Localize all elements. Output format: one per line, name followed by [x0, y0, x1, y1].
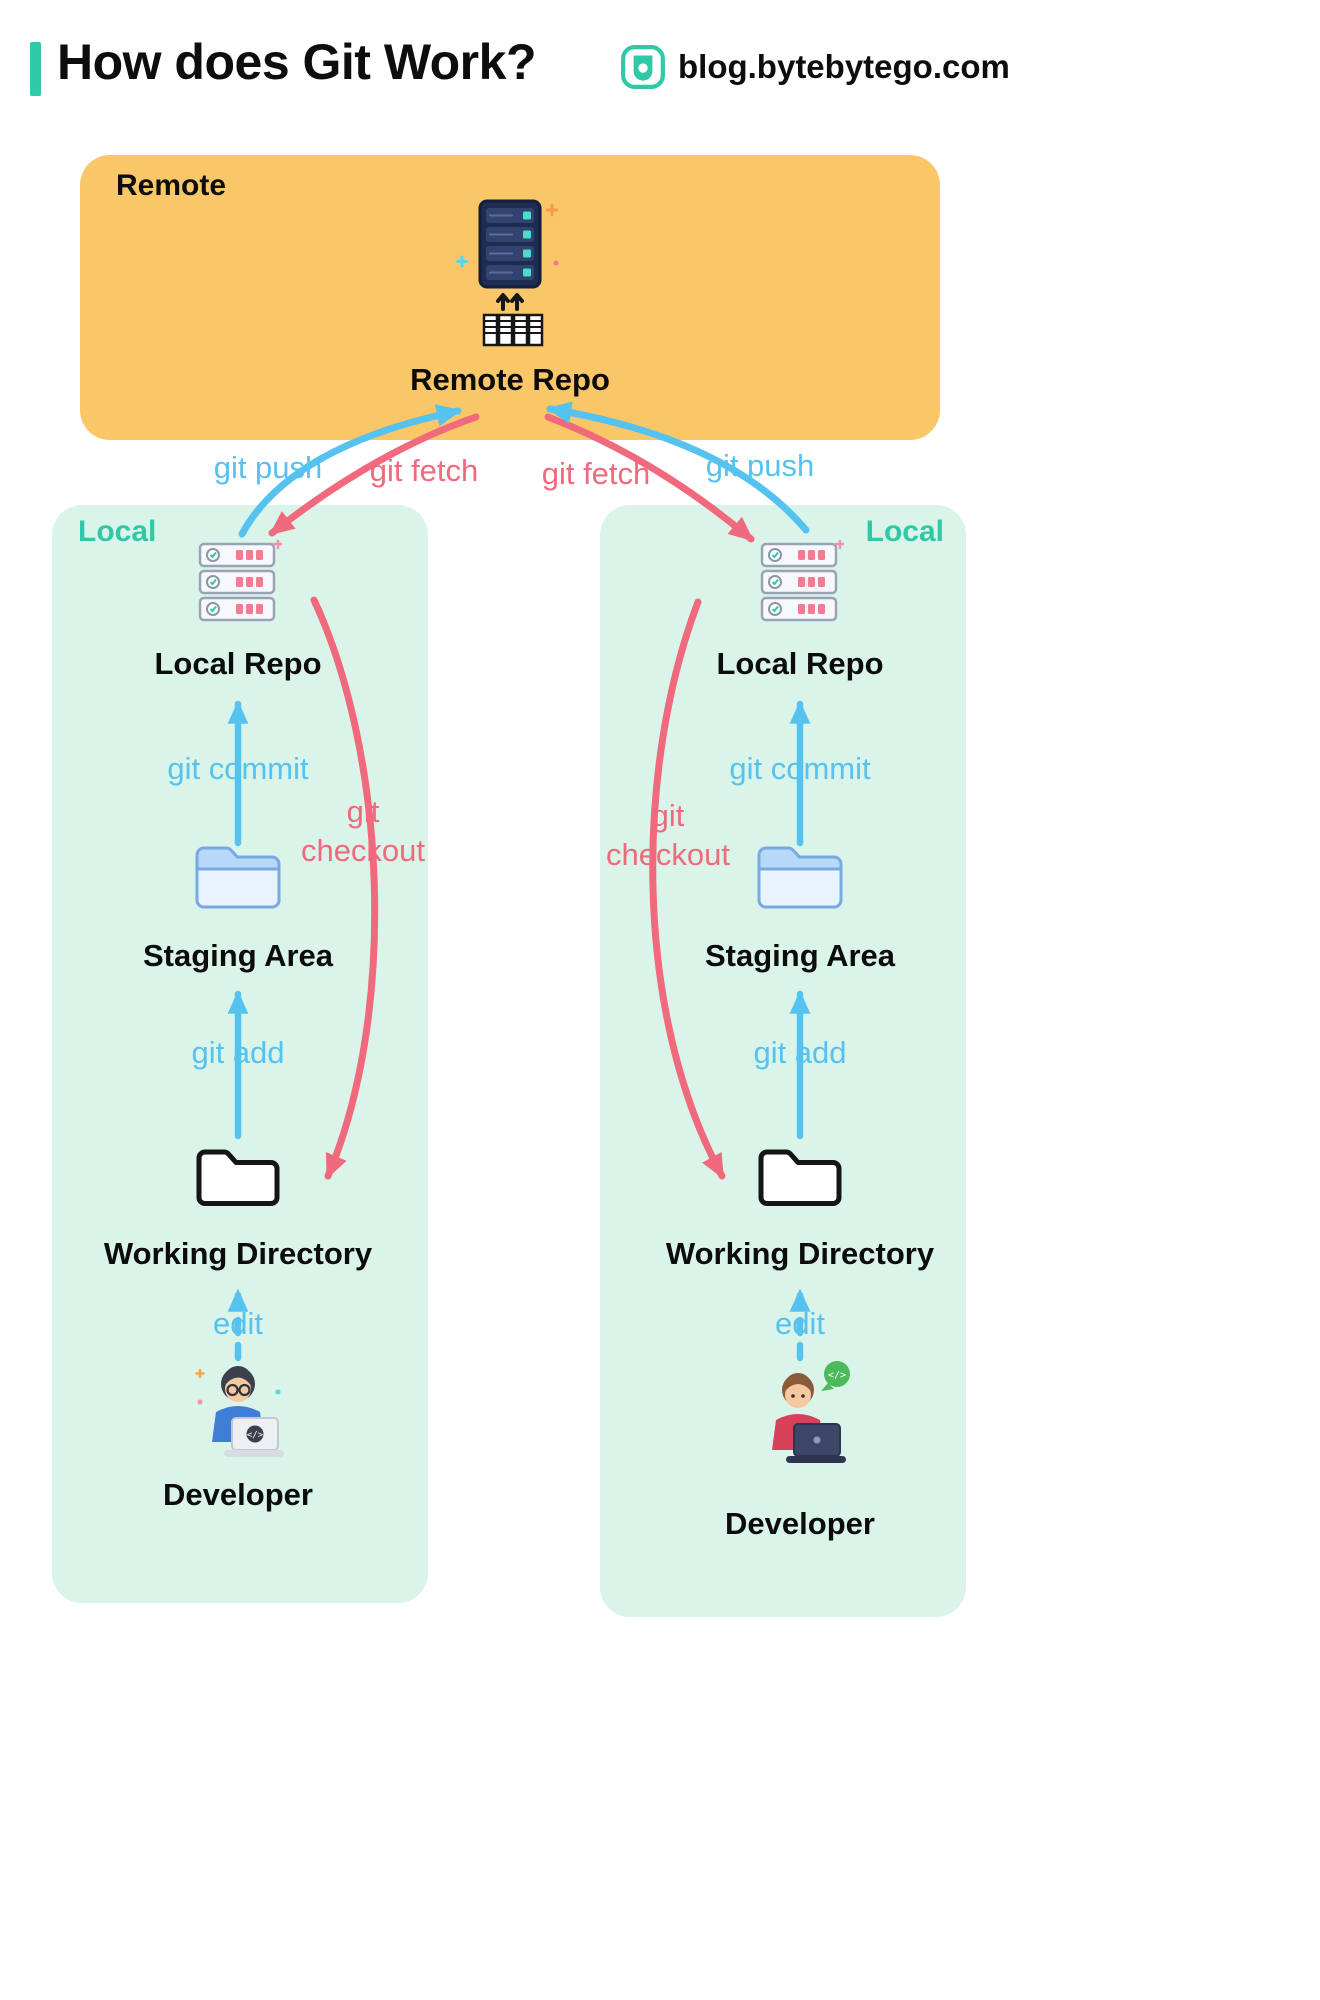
sparkle-icons	[195, 1368, 281, 1405]
working-directory-folder-icon-right	[758, 1149, 842, 1206]
local-repo-label-left: Local Repo	[154, 646, 322, 681]
local-repo-icon-left	[198, 540, 282, 622]
code-bubble-icon: </>	[821, 1361, 850, 1391]
working-directory-label-left: Working Directory	[103, 1236, 373, 1271]
git-fetch-label-right: git fetch	[541, 456, 651, 491]
git-push-label-right: git push	[705, 448, 815, 483]
staging-area-folder-icon-right	[757, 846, 843, 909]
title-accent-bar	[30, 42, 41, 96]
edit-label-left: edit	[213, 1306, 263, 1341]
git-checkout-label-left: git checkout	[300, 794, 426, 868]
developer-label-left: Developer	[163, 1477, 313, 1512]
git-commit-label-left: git commit	[167, 751, 309, 786]
site-url: blog.bytebytego.com	[678, 48, 1010, 85]
developer-icon-left: </>	[195, 1366, 284, 1457]
git-commit-label-right: git commit	[729, 751, 871, 786]
developer-icon-right: </>	[772, 1361, 850, 1463]
git-checkout-label-right: git checkout	[605, 798, 731, 872]
edit-label-right: edit	[775, 1306, 825, 1341]
git-push-label-left: git push	[213, 450, 323, 485]
local-repo-label-right: Local Repo	[716, 646, 884, 681]
staging-area-label-right: Staging Area	[704, 938, 896, 973]
git-add-label-right: git add	[753, 1035, 847, 1070]
brand: blog.bytebytego.com	[620, 44, 1010, 90]
page-title: How does Git Work?	[57, 34, 537, 90]
git-fetch-label-left: git fetch	[369, 453, 479, 488]
sparkle-icons	[456, 203, 559, 268]
remote-repo-server-icon	[456, 199, 559, 347]
local-zone-right-label: Local	[865, 515, 944, 548]
local-zone-left-label: Local	[78, 515, 157, 548]
working-directory-folder-icon-left	[196, 1149, 280, 1206]
remote-zone-label: Remote	[116, 169, 227, 202]
staging-area-folder-icon-left	[195, 846, 281, 909]
repo-files-icon	[482, 313, 544, 347]
staging-area-label-left: Staging Area	[142, 938, 334, 973]
upload-arrows-icon	[496, 293, 524, 311]
working-directory-label-right: Working Directory	[665, 1236, 935, 1271]
remote-repo-label: Remote Repo	[410, 362, 610, 397]
local-repo-icon-right	[760, 540, 844, 622]
bytebytego-logo-icon	[621, 45, 665, 89]
svg-text:</>: </>	[828, 1370, 846, 1381]
git-add-label-left: git add	[191, 1035, 285, 1070]
svg-text:</>: </>	[247, 1431, 264, 1441]
developer-label-right: Developer	[725, 1506, 875, 1541]
